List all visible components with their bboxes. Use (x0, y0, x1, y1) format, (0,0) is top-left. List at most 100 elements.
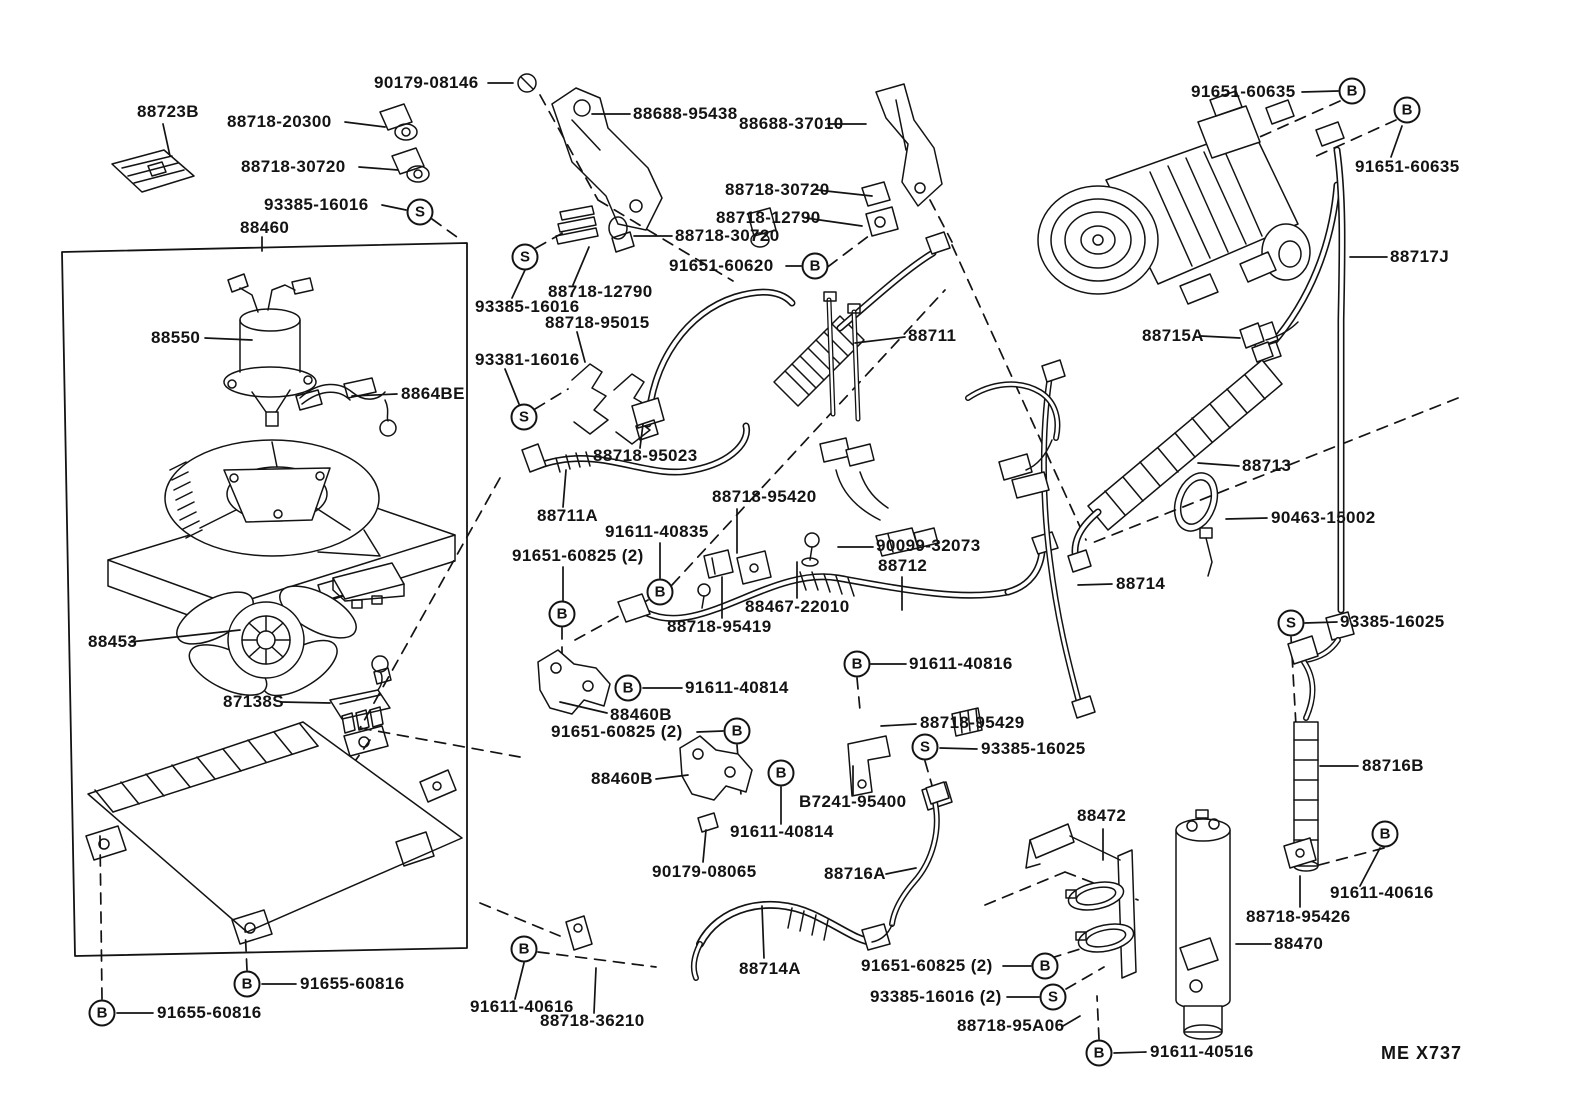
label-leader-lines (117, 83, 1402, 1053)
part-label: 91651-60825 (2) (512, 546, 644, 566)
callout-b-icon: B (1085, 1039, 1113, 1067)
part-label: 88550 (151, 328, 201, 348)
clamp-cluster-center (556, 182, 898, 252)
screw-head-icon (518, 74, 536, 92)
part-label: 88718-95419 (667, 617, 772, 637)
part-label: 91655-60816 (157, 1003, 262, 1023)
callout-b-icon: B (88, 999, 116, 1027)
figure-code: ME X737 (1381, 1043, 1463, 1063)
resistor-drawing (330, 656, 391, 733)
evaporator-core-drawing (86, 722, 462, 944)
callout-b-icon: B (723, 717, 751, 745)
hose-88711-drawing (632, 232, 950, 440)
part-label: 93385-16025 (981, 739, 1086, 759)
callout-b-icon: B (614, 674, 642, 702)
part-label: 88718-30720 (241, 157, 346, 177)
part-label: 88467-22010 (745, 597, 850, 617)
pipe-88714-drawing (1042, 360, 1095, 718)
part-label: 88718-36210 (540, 1011, 645, 1031)
fitting-88715a-drawing (1240, 322, 1298, 362)
clip-08065-target (698, 813, 718, 832)
part-label: 88717J (1390, 247, 1450, 267)
callout-b-icon: B (1371, 820, 1399, 848)
part-label: 88688-37010 (739, 114, 844, 134)
callout-b-icon: B (510, 935, 538, 963)
callout-b-icon: B (1031, 952, 1059, 980)
part-label: 91655-60816 (300, 974, 405, 994)
hose-88714a-drawing (694, 905, 892, 978)
callout-s-icon: S (511, 243, 539, 271)
clamp-95426-drawing (1284, 838, 1316, 868)
part-label: 88718-12790 (716, 208, 821, 228)
callout-b-icon: B (1338, 77, 1366, 105)
hose-88712-drawing (618, 532, 1058, 622)
part-label: 88718-95015 (545, 313, 650, 333)
part-label: 93385-16025 (1340, 612, 1445, 632)
part-label: 8864BE (401, 384, 465, 404)
part-label: 88453 (88, 632, 138, 652)
part-label: 88718-95420 (712, 487, 817, 507)
dashed-leader-lines (100, 95, 1458, 1039)
clamp-95429-drawing (952, 708, 982, 736)
bracket-88472-drawing (1026, 824, 1136, 978)
part-label: 91611-40516 (1150, 1042, 1254, 1062)
caution-plate-drawing (112, 150, 194, 192)
cable-tie-drawing (1167, 467, 1225, 576)
valves-and-clamps-88712 (698, 292, 938, 608)
part-label: 88712 (878, 556, 928, 576)
part-label: 88711 (908, 326, 957, 346)
bracket-95438-drawing (552, 88, 662, 230)
callout-b-icon: B (1393, 96, 1421, 124)
part-label: 88713 (1242, 456, 1292, 476)
part-label: 87138S (223, 692, 285, 712)
part-label: 88718-95429 (920, 713, 1025, 733)
part-label: 88460 (240, 218, 290, 238)
callout-b-icon: B (843, 650, 871, 678)
pipe-88716a-drawing (892, 782, 949, 924)
part-label: 91651-60635 (1191, 82, 1296, 102)
clamp-95a06-drawing (1180, 938, 1218, 992)
part-label: 91651-60620 (669, 256, 774, 276)
part-label: 90179-08146 (374, 73, 479, 93)
callout-s-icon: S (510, 403, 538, 431)
part-label: 88715A (1142, 326, 1204, 346)
bracket-b7241-drawing (848, 736, 890, 796)
callout-s-icon: S (911, 733, 939, 761)
callout-b-icon: B (233, 970, 261, 998)
callout-b-icon: B (548, 600, 576, 628)
callout-b-icon: B (767, 759, 795, 787)
part-label: 93385-16016 (264, 195, 369, 215)
part-label: 91651-60635 (1355, 157, 1460, 177)
clamp-36210-target (566, 916, 592, 950)
part-label: 90179-08065 (652, 862, 757, 882)
part-label: 88723B (137, 102, 199, 122)
part-label: 88718-12790 (548, 282, 653, 302)
part-label: 88716B (1362, 756, 1424, 776)
callout-s-icon: S (1277, 609, 1305, 637)
part-label: 88714A (739, 959, 801, 979)
part-label: 88711A (537, 506, 599, 526)
blower-scroll-drawing (108, 440, 455, 631)
receiver-drier-drawing (1176, 810, 1230, 1039)
callout-b-icon: B (646, 578, 674, 606)
part-label: 91611-40814 (730, 822, 834, 842)
part-label: 93385-16016 (475, 297, 580, 317)
part-label: 88688-95438 (633, 104, 738, 124)
part-label: 88718-95426 (1246, 907, 1351, 927)
callout-s-icon: S (406, 198, 434, 226)
part-label: 88718-95A06 (957, 1016, 1065, 1036)
hose-88717j-drawing (1266, 100, 1354, 660)
part-label: 88716A (824, 864, 886, 884)
part-label: 91611-40816 (909, 654, 1013, 674)
part-label: 88460B (610, 705, 672, 725)
part-label: 91611-40814 (685, 678, 789, 698)
part-label: 91651-60825 (2) (861, 956, 993, 976)
clamp-icons-topleft (380, 104, 429, 182)
part-label: 88460B (591, 769, 653, 789)
blower-motor-drawing (224, 274, 316, 426)
pipe-88716b-drawing (1288, 636, 1318, 871)
compressor-drawing (1038, 91, 1310, 304)
bracket-88460b-drawing (538, 650, 752, 800)
